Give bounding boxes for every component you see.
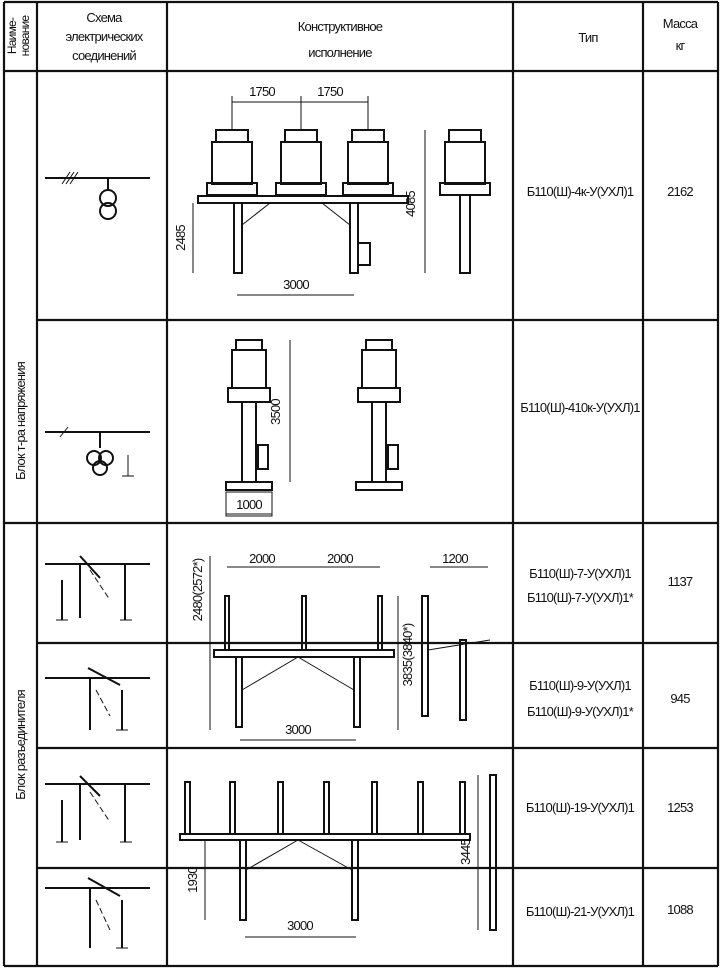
type-row1: Б110(Ш)-4к-У(УХЛ)1 bbox=[527, 184, 634, 199]
mass-row6: 1088 bbox=[667, 902, 693, 917]
svg-text:2480(2572*): 2480(2572*) bbox=[190, 558, 205, 621]
svg-text:3000: 3000 bbox=[287, 918, 313, 933]
header-type: Тип bbox=[578, 30, 598, 45]
svg-text:Масса: Масса bbox=[663, 16, 699, 31]
svg-text:3000: 3000 bbox=[285, 722, 311, 737]
svg-text:1750: 1750 bbox=[317, 84, 343, 99]
type-row5: Б110(Ш)-19-У(УХЛ)1 bbox=[526, 800, 635, 815]
svg-text:3445: 3445 bbox=[458, 839, 473, 865]
svg-text:1200: 1200 bbox=[442, 551, 468, 566]
svg-text:1000: 1000 bbox=[236, 497, 262, 512]
svg-text:Конструктивное: Конструктивное bbox=[298, 19, 383, 34]
scheme-disconnector-d bbox=[45, 877, 150, 949]
type-row2: Б110(Ш)-410к-У(УХЛ)1 bbox=[520, 400, 640, 415]
type-row6: Б110(Ш)-21-У(УХЛ)1 bbox=[526, 904, 635, 919]
scheme-disconnector-a bbox=[45, 555, 150, 621]
svg-text:Наиме-: Наиме- bbox=[5, 17, 19, 54]
svg-text:нование: нование bbox=[18, 15, 32, 57]
header-mass: Масса кг bbox=[663, 16, 700, 53]
mass-row3: 1137 bbox=[668, 574, 693, 589]
svg-text:2485: 2485 bbox=[173, 225, 188, 251]
type-row3a: Б110(Ш)-7-У(УХЛ)1 bbox=[529, 566, 631, 581]
scheme-disconnector-c bbox=[45, 775, 150, 843]
scheme-vt-single bbox=[45, 171, 150, 220]
mass-row4: 945 bbox=[670, 691, 690, 706]
mass-row5: 1253 bbox=[667, 800, 693, 815]
svg-text:2000: 2000 bbox=[327, 551, 353, 566]
type-row4b: Б110(Ш)-9-У(УХЛ)1* bbox=[527, 704, 634, 719]
mass-row1: 2162 bbox=[667, 184, 693, 199]
svg-text:Схема: Схема bbox=[86, 10, 123, 25]
svg-text:1930: 1930 bbox=[185, 867, 200, 893]
group-label-vt: Блок т-ра напряжения bbox=[13, 361, 28, 480]
header-name: Наиме- нование bbox=[5, 15, 32, 57]
svg-text:1750: 1750 bbox=[249, 84, 275, 99]
svg-text:исполнение: исполнение bbox=[308, 45, 372, 60]
type-row4a: Б110(Ш)-9-У(УХЛ)1 bbox=[529, 678, 631, 693]
drawing-disconnector-block: 2000 2000 1200 3000 2480(2572*) 3835(384… bbox=[190, 551, 491, 741]
svg-text:4085: 4085 bbox=[403, 191, 418, 217]
type-row3b: Б110(Ш)-7-У(УХЛ)1* bbox=[527, 590, 634, 605]
group-label-disconnector: Блок разъединителя bbox=[13, 689, 28, 800]
svg-text:2000: 2000 bbox=[249, 551, 275, 566]
scheme-disconnector-b bbox=[45, 667, 150, 731]
svg-text:электрических: электрических bbox=[66, 29, 144, 44]
drawing-vt-block: 1750 1750 3000 4085 2485 bbox=[173, 84, 491, 296]
drawing-vt-three-phase: 1000 3500 bbox=[225, 339, 403, 517]
drawing-disconnector-block-2: 3000 3445 1930 bbox=[179, 774, 497, 938]
header-design: Конструктивное исполнение bbox=[298, 19, 384, 60]
svg-text:3835(3840*): 3835(3840*) bbox=[400, 623, 415, 686]
svg-text:соединений: соединений bbox=[72, 48, 136, 63]
svg-text:кг: кг bbox=[676, 38, 686, 53]
svg-text:3000: 3000 bbox=[283, 277, 309, 292]
header-scheme: Схема электрических соединений bbox=[66, 10, 145, 63]
svg-text:3500: 3500 bbox=[268, 399, 283, 425]
scheme-vt-triple bbox=[45, 426, 150, 477]
